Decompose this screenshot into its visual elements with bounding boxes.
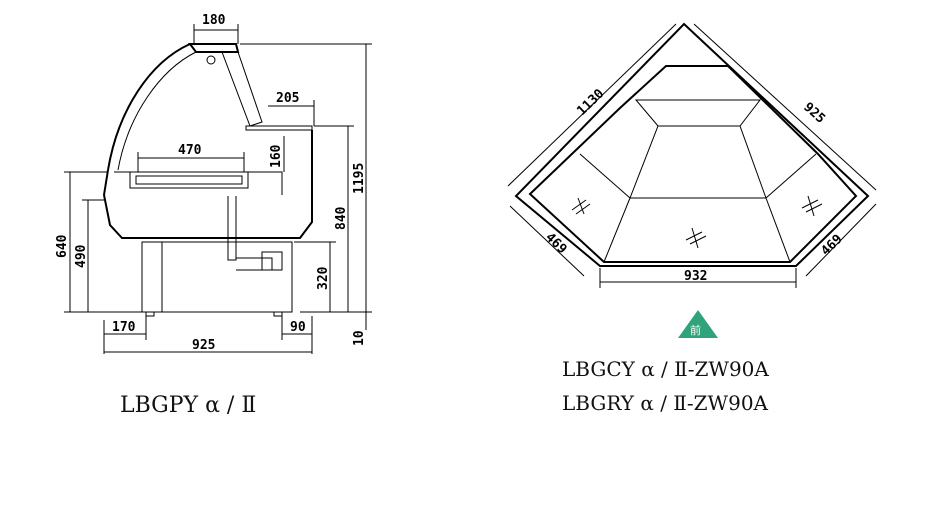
divider-left (629, 125, 659, 199)
divider-right (739, 125, 767, 199)
inner-outline (528, 65, 858, 263)
hatch-left (571, 197, 591, 215)
section-line-right (765, 153, 817, 199)
display-tray (129, 171, 249, 189)
rear-shelf (245, 125, 313, 131)
top-view-model-label-2: LBGRY α / Ⅱ-ZW90A (562, 391, 769, 415)
section-line-left (579, 153, 631, 199)
curved-glass-outer (107, 43, 191, 171)
drain-elbow (236, 257, 273, 271)
dim-back-left: 1130 (574, 86, 607, 119)
dim-foot-height: 10 (352, 330, 367, 346)
dim-line-side-left (509, 205, 585, 277)
top-view-model-label-1: LBGCY α / Ⅱ-ZW90A (562, 357, 769, 381)
dim-top-width: 180 (202, 13, 226, 28)
dim-glass-height: 640 (55, 234, 70, 258)
front-marker-icon (678, 310, 718, 338)
corner-left (603, 197, 631, 263)
dim-total-height: 1195 (352, 163, 367, 194)
dim-back-right: 925 (800, 100, 827, 127)
dim-front-width: 932 (684, 269, 707, 284)
dim-counter-height: 840 (334, 206, 349, 230)
drain-pipe (227, 196, 237, 261)
back-panel (221, 51, 263, 127)
dim-base-height: 320 (316, 266, 331, 290)
dim-side-right: 469 (818, 232, 845, 259)
dim-line-back-left (507, 23, 677, 187)
curved-glass-inner (117, 51, 197, 171)
hatch-right (801, 195, 823, 217)
dim-shelf-height: 160 (269, 144, 284, 168)
front-marker-label: 前 (690, 323, 701, 337)
rear-well (634, 99, 762, 127)
base-cabinet (141, 241, 293, 313)
dim-line-side-right (805, 203, 877, 277)
hatch-center (685, 227, 707, 249)
dim-side-left: 469 (542, 230, 569, 257)
top-cap (188, 43, 240, 53)
light-fixture (206, 55, 216, 65)
cabinet-body (102, 130, 313, 239)
dim-shelf-depth: 205 (276, 91, 299, 106)
dim-inner-depth: 470 (178, 143, 202, 158)
valve (261, 251, 283, 271)
dim-front-height: 490 (74, 244, 89, 268)
outer-outline (514, 22, 870, 267)
top-view: 1130 925 469 469 932 前 LBGCY α / Ⅱ-ZW90A… (507, 22, 877, 415)
dim-foot-front: 170 (112, 320, 136, 335)
dim-line-back-right (693, 23, 877, 191)
dim-total-depth: 925 (192, 338, 215, 353)
side-view-model-label: LBGPY α / Ⅱ (120, 393, 256, 418)
dim-foot-back: 90 (290, 320, 306, 335)
foot-back (273, 311, 283, 317)
side-view: 180 205 470 160 1195 840 320 10 640 (55, 13, 372, 418)
foot-front (145, 311, 155, 317)
tray-insert (135, 175, 243, 185)
corner-right (765, 197, 791, 263)
